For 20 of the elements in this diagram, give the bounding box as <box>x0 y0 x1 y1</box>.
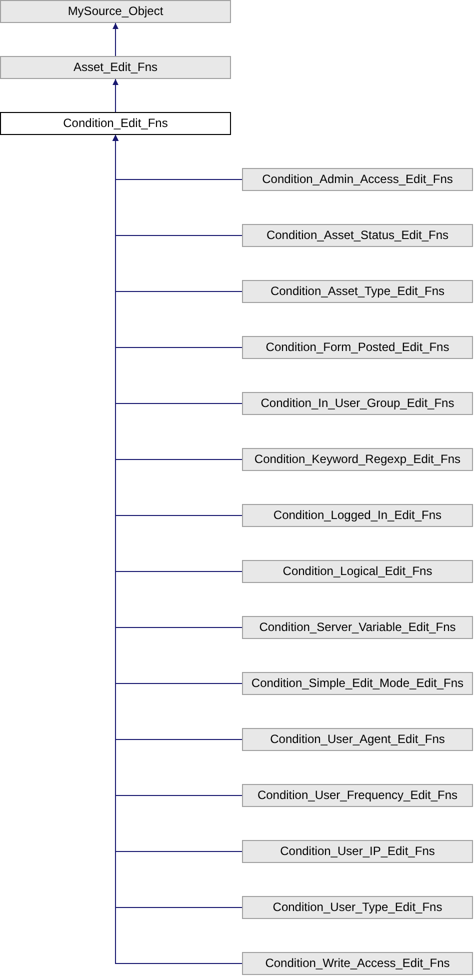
class-box: Condition_Logged_In_Edit_Fns <box>242 504 473 527</box>
class-box: Condition_Form_Posted_Edit_Fns <box>242 336 473 359</box>
class-box: Asset_Edit_Fns <box>0 56 231 79</box>
class-box: Condition_Server_Variable_Edit_Fns <box>242 616 473 639</box>
class-box: Condition_Simple_Edit_Mode_Edit_Fns <box>242 672 473 695</box>
class-box: Condition_Edit_Fns <box>0 112 231 135</box>
class-box: Condition_Asset_Status_Edit_Fns <box>242 224 473 247</box>
class-box: Condition_Logical_Edit_Fns <box>242 560 473 583</box>
inheritance-arrow <box>112 78 118 112</box>
class-box: Condition_Admin_Access_Edit_Fns <box>242 168 473 191</box>
class-box: Condition_In_User_Group_Edit_Fns <box>242 392 473 415</box>
class-box: Condition_Write_Access_Edit_Fns <box>242 952 473 975</box>
class-box: Condition_Asset_Type_Edit_Fns <box>242 280 473 303</box>
class-box: Condition_User_Agent_Edit_Fns <box>242 728 473 751</box>
class-box: Condition_User_Type_Edit_Fns <box>242 896 473 919</box>
inheritance-arrow <box>112 22 118 56</box>
class-box: Condition_User_Frequency_Edit_Fns <box>242 784 473 807</box>
class-box: Condition_Keyword_Regexp_Edit_Fns <box>242 448 473 471</box>
class-box: MySource_Object <box>0 0 231 23</box>
class-box: Condition_User_IP_Edit_Fns <box>242 840 473 863</box>
